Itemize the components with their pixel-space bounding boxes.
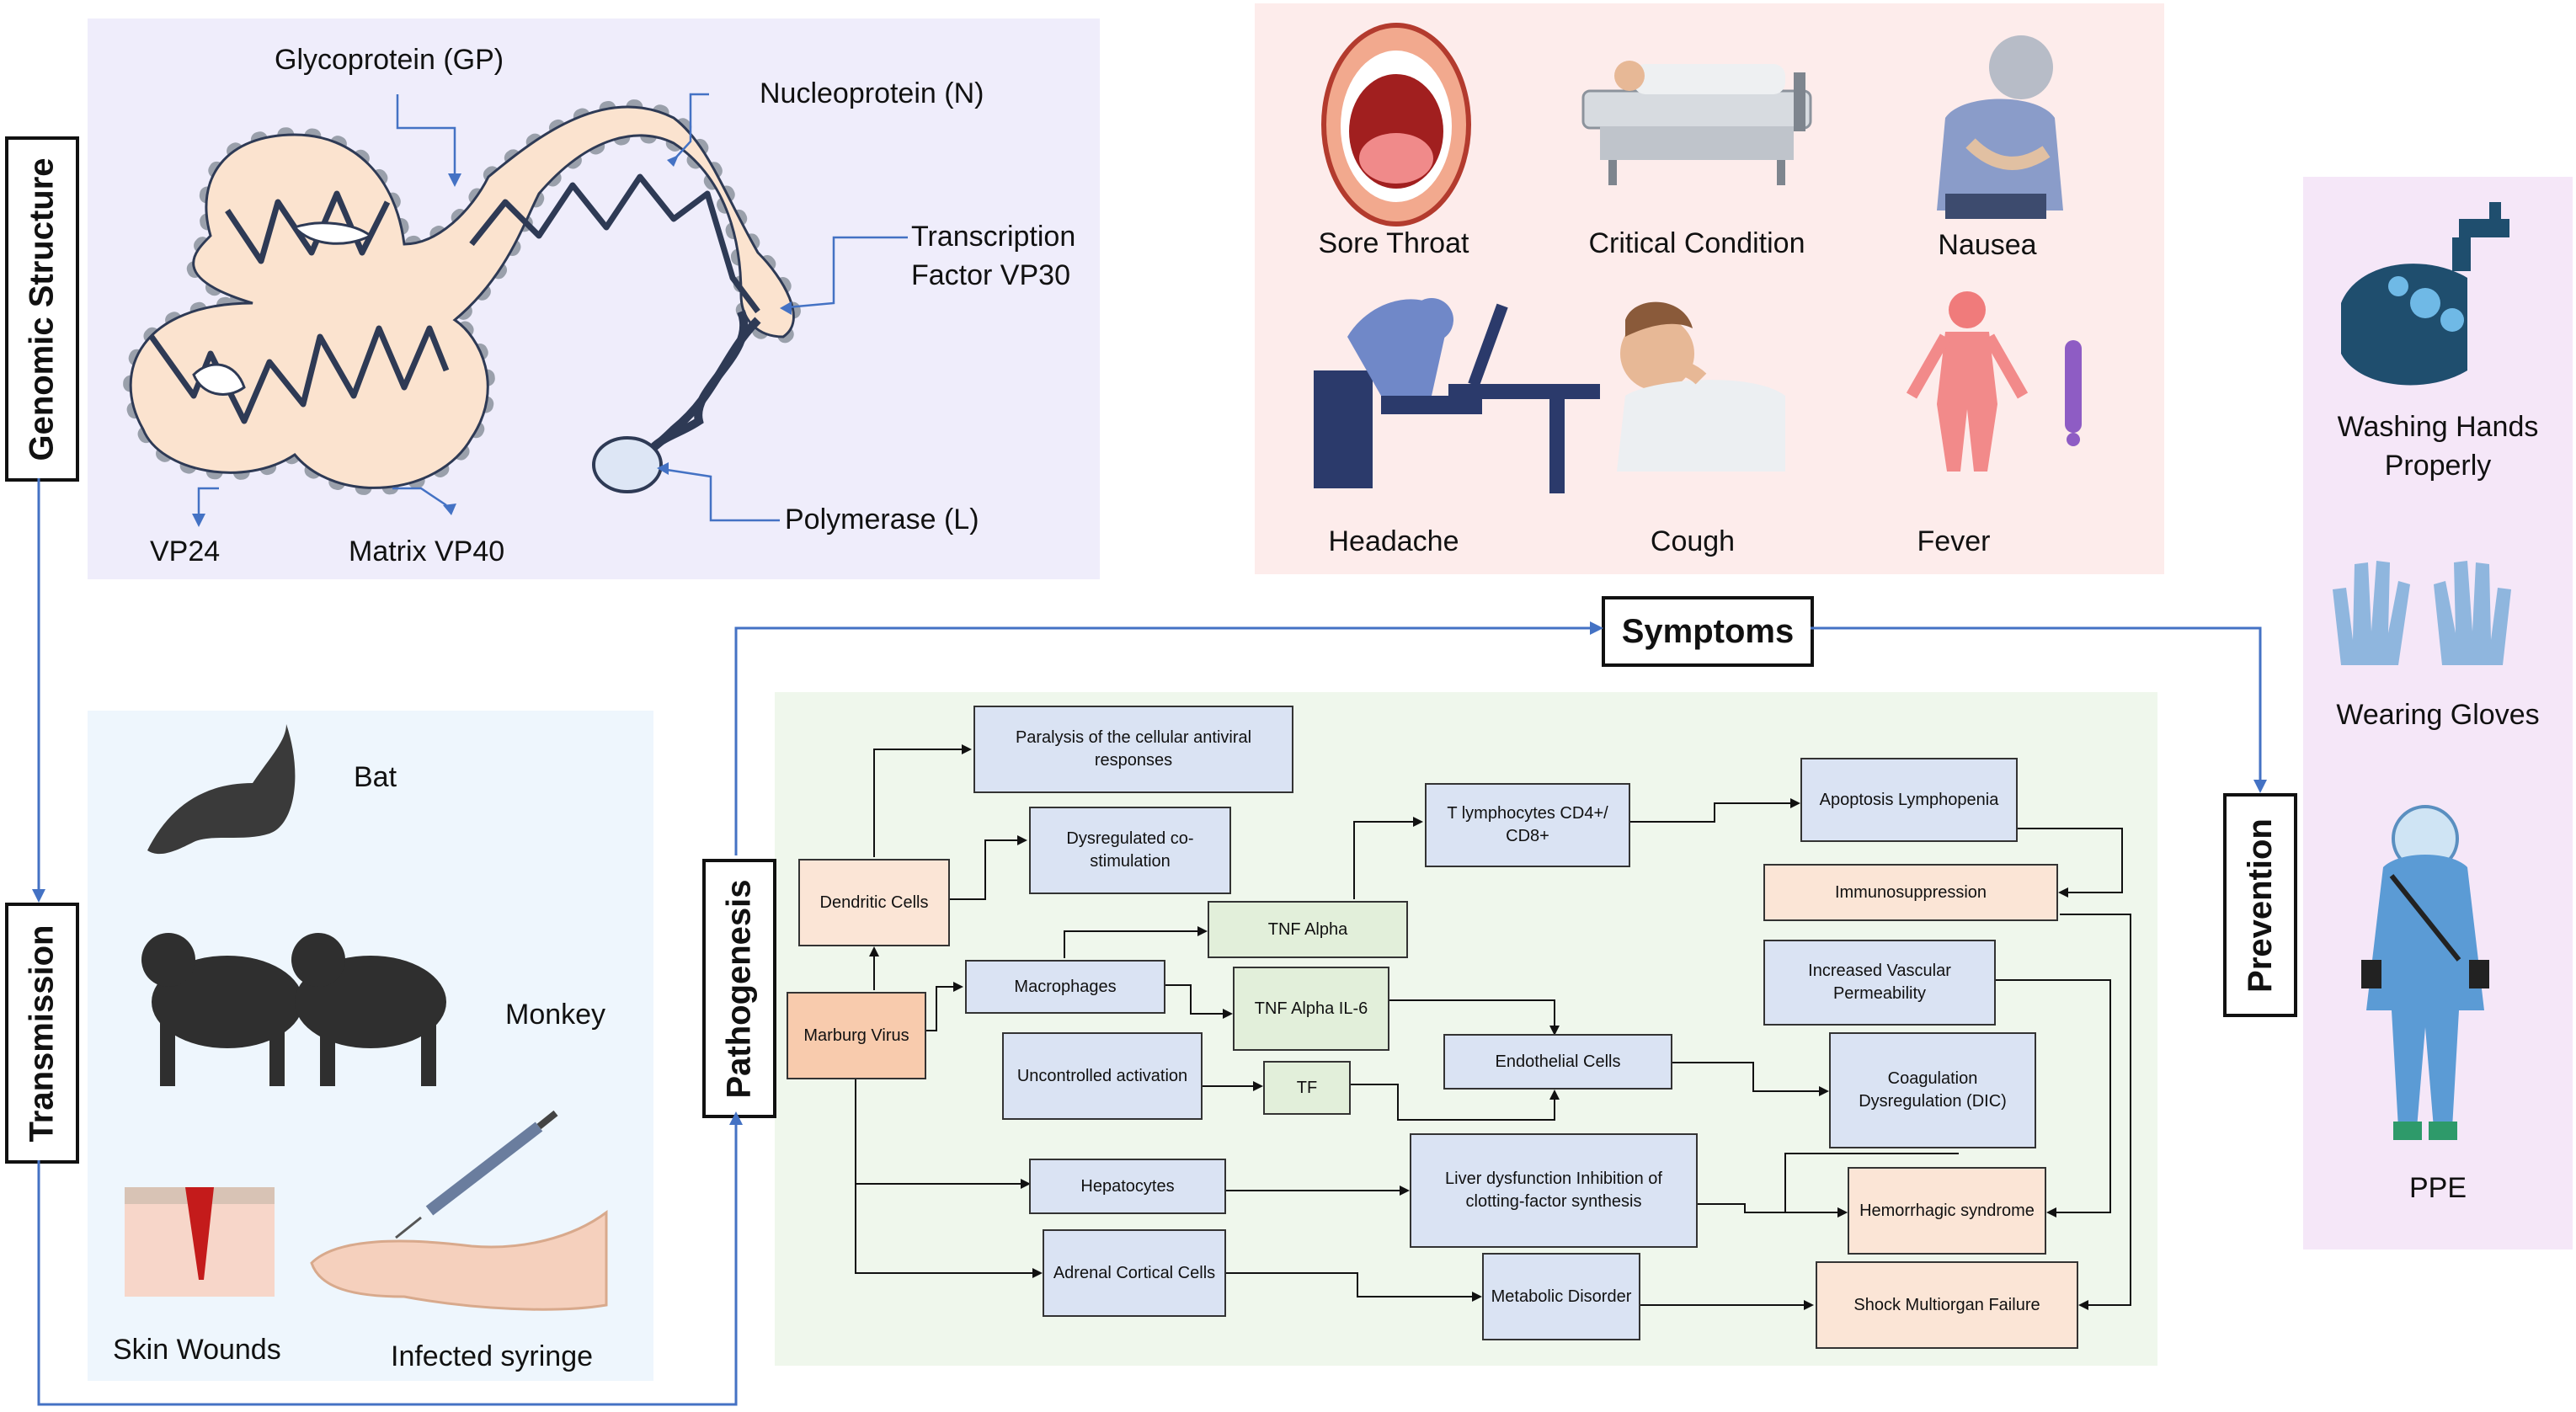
box-coagulation: Coagulation Dysregulation (DIC) xyxy=(1829,1032,2036,1148)
headache-icon xyxy=(1314,298,1600,493)
box-dysregulated-costimulation: Dysregulated co-stimulation xyxy=(1029,807,1231,894)
nucleoprotein-label: Nucleoprotein (N) xyxy=(760,77,984,109)
bat-label: Bat xyxy=(354,761,397,793)
washing-hands-label-line1: Washing Hands xyxy=(2337,411,2539,443)
washing-hands-label-line2: Properly xyxy=(2384,450,2492,482)
box-apoptosis: Apoptosis Lymphopenia xyxy=(1800,758,2018,842)
glycoprotein-label: Glycoprotein (GP) xyxy=(275,44,504,76)
prevention-header: Prevention xyxy=(2223,793,2297,1017)
sore-throat-icon xyxy=(1321,23,1471,226)
symptoms-header: Symptoms xyxy=(1602,596,1814,667)
vp24-label: VP24 xyxy=(150,535,221,567)
fever-icon xyxy=(1906,291,2082,472)
box-t-lymphocytes: T lymphocytes CD4+/ CD8+ xyxy=(1425,783,1630,867)
genomic-structure-header: Genomic Structure xyxy=(5,136,79,482)
headache-label: Headache xyxy=(1328,525,1459,557)
box-liver-dysfunction: Liver dysfunction Inhibition of clotting… xyxy=(1410,1133,1698,1248)
box-adrenal-cortical-cells: Adrenal Cortical Cells xyxy=(1043,1229,1226,1317)
skin-wound-icon xyxy=(125,1187,275,1297)
box-uncontrolled-activation: Uncontrolled activation xyxy=(1002,1032,1203,1120)
box-metabolic-disorder: Metabolic Disorder xyxy=(1482,1253,1640,1340)
arm-icon xyxy=(310,1210,608,1311)
polymerase-label: Polymerase (L) xyxy=(785,504,979,535)
pathogenesis-header: Pathogenesis xyxy=(702,859,776,1118)
fever-label: Fever xyxy=(1917,525,1991,557)
hospital-bed-icon xyxy=(1581,61,1812,185)
bat-icon xyxy=(147,724,296,855)
monkey-icon xyxy=(141,933,446,1086)
nausea-label: Nausea xyxy=(1938,229,2037,261)
box-paralysis: Paralysis of the cellular antiviral resp… xyxy=(973,706,1293,793)
box-vascular-permeability: Increased Vascular Permeability xyxy=(1763,940,1996,1026)
polymerase-ellipse xyxy=(592,436,663,493)
vp30-label-line1: Transcription xyxy=(911,221,1076,253)
gloves-label: Wearing Gloves xyxy=(2336,699,2540,731)
box-macrophages: Macrophages xyxy=(965,960,1165,1014)
box-endothelial-cells: Endothelial Cells xyxy=(1443,1034,1672,1090)
syringe-icon xyxy=(395,1110,558,1239)
box-tnf-alpha: TNF Alpha xyxy=(1208,901,1408,958)
vp30-label-line2: Factor VP30 xyxy=(911,259,1070,291)
box-shock-multiorgan-failure: Shock Multiorgan Failure xyxy=(1816,1261,2078,1349)
box-immunosuppression: Immunosuppression xyxy=(1763,864,2058,921)
cough-icon xyxy=(1617,301,1785,472)
box-hemorrhagic-syndrome: Hemorrhagic syndrome xyxy=(1848,1167,2046,1255)
ppe-suit-icon xyxy=(2361,805,2489,1140)
vp40-label: Matrix VP40 xyxy=(349,535,505,567)
monkey-label: Monkey xyxy=(505,999,606,1031)
box-dendritic-cells: Dendritic Cells xyxy=(798,859,950,946)
skin-wounds-label: Skin Wounds xyxy=(113,1334,281,1366)
box-tnf-alpha-il6: TNF Alpha IL-6 xyxy=(1233,967,1389,1051)
gloves-icon xyxy=(2333,561,2511,665)
box-tf: TF xyxy=(1263,1061,1351,1115)
box-marburg-virus: Marburg Virus xyxy=(787,992,926,1079)
infected-syringe-label: Infected syringe xyxy=(391,1340,594,1372)
critical-condition-label: Critical Condition xyxy=(1588,227,1805,259)
cough-label: Cough xyxy=(1650,525,1736,557)
transmission-header: Transmission xyxy=(5,903,79,1164)
nausea-icon xyxy=(1937,35,2063,219)
sore-throat-label: Sore Throat xyxy=(1318,227,1469,259)
ppe-label: PPE xyxy=(2408,1172,2467,1204)
hand-washing-icon xyxy=(2341,202,2509,386)
box-hepatocytes: Hepatocytes xyxy=(1029,1159,1226,1214)
